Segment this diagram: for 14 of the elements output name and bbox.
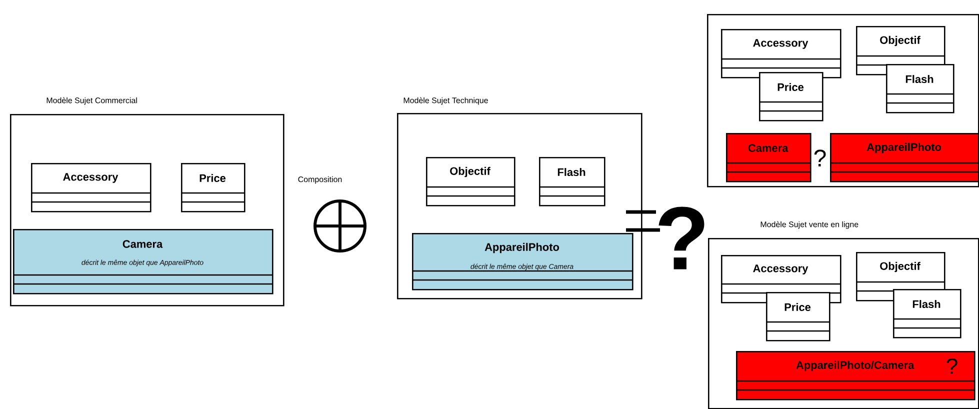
question-mark: ? bbox=[658, 206, 704, 270]
class-box: AppareilPhoto bbox=[830, 133, 979, 182]
question-mark: ? bbox=[946, 358, 958, 374]
class-box: Flash bbox=[886, 64, 954, 114]
class-box: Accessory bbox=[721, 29, 842, 78]
class-box: Accessory bbox=[31, 163, 152, 212]
class-box: Flash bbox=[539, 157, 606, 206]
class-box: Camera bbox=[726, 133, 812, 182]
class-box: Price bbox=[181, 163, 246, 212]
class-box: Price bbox=[766, 292, 830, 342]
class-box: Price bbox=[759, 72, 824, 122]
class-box: Flash bbox=[893, 289, 962, 338]
question-mark: ? bbox=[814, 150, 826, 166]
class-box: Objectif bbox=[426, 157, 516, 206]
